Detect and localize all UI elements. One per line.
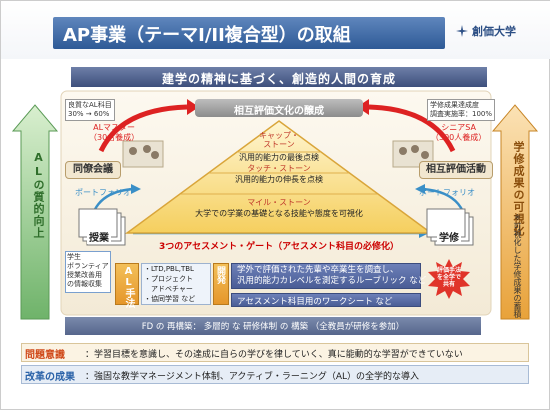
side-note: ※可視化した学修成果の蓄積: [513, 213, 522, 318]
starburst-badge-icon: [428, 259, 470, 299]
portfolio-left-label: ポートフォリオ: [75, 188, 131, 197]
starburst-line2: を全学で: [436, 274, 461, 281]
worksheet-text: アセスメント科目用のワークシート など: [237, 297, 393, 307]
senior-sa-count: （300人養成）: [431, 133, 487, 142]
university-logo: 創価大学: [455, 23, 516, 39]
culture-box: [195, 99, 363, 117]
development-tag: [213, 263, 229, 305]
starburst-line1: 評価手法: [436, 267, 461, 274]
mission-banner: [71, 67, 487, 87]
al-course-stat-label: 良質なAL科目: [68, 101, 112, 109]
culture-box-text: 相互評価文化の醸成: [234, 106, 324, 117]
mission-banner-text: 建学の精神に基づく、創造的人間の育成: [161, 72, 396, 86]
al-method-tag: [115, 263, 139, 305]
al-item: アドベチャー: [144, 285, 193, 293]
rubric-text: 学外で評価された先輩や卒業生を調査し、 汎用的能力カレベルを測定するルーブリック…: [237, 265, 426, 287]
reform-label: 改革の成果: [25, 372, 75, 383]
peer-meeting-pill: 同僚会議: [65, 161, 121, 179]
problem-label: 問題意識: [25, 350, 65, 361]
starburst-text: 評価手法 を全学で 共有: [431, 267, 467, 288]
worksheet-box: [231, 293, 421, 307]
rubric-line2: 汎用的能力カレベルを測定するルーブリック など: [237, 276, 427, 286]
assessment-gates: 3つのアセスメント・ゲート（アセスメント科目の必修化）: [159, 242, 399, 252]
touch-stone-text: 汎用的能力の伸長を点検: [235, 175, 323, 184]
logo-mark-icon: [456, 25, 468, 37]
left-vertical-arrow: [11, 104, 59, 320]
touch-stone-label: タッチ・ストーン: [247, 164, 311, 173]
al-master-title: ALマスター: [93, 123, 136, 132]
al-item: ・プロジェクト: [144, 275, 193, 283]
al-method-tag-text: AL手法: [123, 266, 134, 308]
al-master-count: （30名養成）: [89, 133, 140, 142]
al-course-stat-value: 30% → 60%: [68, 110, 110, 118]
survey-stat-value: 調査実施率：100%: [430, 110, 493, 118]
pyramid: [124, 120, 434, 234]
al-item: ・協同学習 など: [144, 295, 196, 303]
development-tag-text: 開発: [215, 266, 225, 284]
portfolio-right-label: ポートフォリオ: [419, 188, 475, 197]
mile-stone-text: 大学での学業の基礎となる技能や態度を可視化: [195, 209, 363, 218]
al-item: ・LTD,PBL,TBL: [144, 265, 194, 273]
student-line2: ボランティア: [67, 262, 109, 270]
mutual-evaluation-pill: 相互評価活動: [419, 161, 493, 179]
fd-bar-text: FD の 再構築： 多層的 な 研修体制 の 構築 （全教員が研修を参加）: [141, 322, 405, 332]
reform-text: ：強固な教学マネージメント体制、アクティブ・ラーニング（AL）の全学的な導入: [85, 372, 420, 382]
left-vertical-label: ALの質的向上: [32, 151, 45, 239]
student-line3: 授業改善用: [67, 271, 102, 279]
senior-sa-title: シニアSA: [441, 123, 476, 132]
survey-stat: 学修成果達成度 調査実施率：100%: [427, 99, 496, 121]
reform-box: [21, 365, 529, 384]
survey-stat-label: 学修成果達成度: [430, 101, 479, 109]
student-volunteer-text: 学生 ボランティア 授業改善用 の情報収集: [67, 253, 109, 289]
page-title: AP事業（テーマI/II複合型）の取組: [63, 25, 351, 46]
problem-box: [21, 343, 529, 362]
al-method-list: [141, 263, 211, 305]
title-box: [53, 17, 445, 49]
starburst-line3: 共有: [442, 281, 455, 288]
cap-stone-line2: ストーン: [263, 140, 295, 149]
rubric-box: [231, 263, 421, 289]
al-master-label: ALマスター （30名養成）: [89, 123, 139, 143]
cap-stone-line1: キャップ・: [259, 131, 299, 140]
al-course-stat: 良質なAL科目 30% → 60%: [65, 99, 115, 121]
student-line4: の情報収集: [67, 280, 102, 288]
class-label: 授業: [87, 229, 111, 244]
cap-stone-label: キャップ・ ストーン: [249, 131, 309, 149]
logo-text: 創価大学: [472, 25, 516, 38]
student-line1: 学生: [67, 253, 81, 261]
rubric-line1: 学外で評価された先輩や卒業生を調査し、: [237, 265, 399, 275]
senior-sa-label: シニアSA （300人養成）: [431, 123, 486, 143]
problem-text: ：学習目標を意識し、その達成に自らの学びを律していく、真に能動的な学習ができてい…: [85, 350, 463, 360]
right-vertical-arrow: [491, 104, 539, 320]
student-volunteer-box: [65, 251, 111, 293]
study-label: 学修: [437, 229, 461, 244]
mile-stone-label: マイル・ストーン: [247, 198, 311, 207]
right-vertical-label: 学修成果の可視化: [512, 141, 525, 237]
left-meeting-photo: [122, 140, 164, 168]
fd-bar: [65, 317, 481, 335]
cap-stone-text: 汎用的能力の最後点検: [239, 153, 319, 162]
